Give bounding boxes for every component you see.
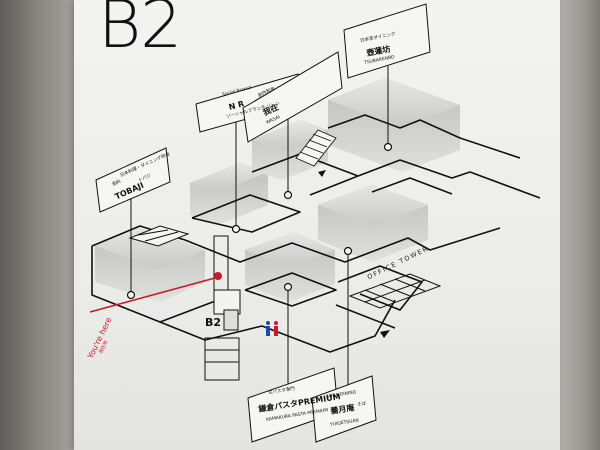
block-tentenbo-top bbox=[328, 78, 460, 128]
elevator-icon bbox=[204, 235, 241, 381]
elevator-floor-label: B2 bbox=[205, 316, 222, 329]
escalator-icon bbox=[128, 225, 190, 247]
corridor-line bbox=[159, 299, 396, 353]
corridor-line bbox=[337, 265, 423, 311]
corridor-line bbox=[357, 159, 541, 199]
corridor-line bbox=[327, 114, 521, 159]
arrow-icon bbox=[318, 170, 326, 177]
label-boxes bbox=[95, 3, 431, 443]
you-are-here-path bbox=[89, 277, 216, 313]
corridor-line bbox=[371, 177, 453, 195]
you-are-here-marker-icon bbox=[214, 272, 222, 280]
block-nr-top bbox=[190, 163, 268, 192]
office-tower-block bbox=[348, 273, 442, 309]
corridor-line bbox=[244, 272, 337, 307]
label-box-soba bbox=[311, 375, 377, 443]
block-wasa-top bbox=[252, 120, 328, 150]
block-kamakura-top bbox=[245, 232, 335, 268]
stairs-icon bbox=[295, 129, 337, 167]
corridor-line bbox=[335, 304, 396, 329]
label-box-wasa bbox=[242, 51, 343, 143]
restroom-icon bbox=[266, 321, 278, 336]
label-box-tentenbo bbox=[343, 3, 431, 79]
arrow-icon bbox=[380, 330, 390, 338]
wall-right bbox=[552, 0, 600, 450]
wall-left bbox=[0, 0, 78, 450]
store-markers bbox=[126, 142, 393, 300]
corridor-line bbox=[191, 194, 301, 233]
leader-lines bbox=[130, 66, 389, 398]
floor-title: B2 bbox=[98, 0, 182, 63]
corridor-line bbox=[184, 227, 501, 263]
block-center-top bbox=[318, 185, 428, 226]
corridor-line bbox=[91, 246, 219, 323]
corridor-line bbox=[251, 153, 359, 196]
block-tobaji-top bbox=[95, 226, 205, 270]
label-box-tobaji bbox=[95, 147, 171, 213]
